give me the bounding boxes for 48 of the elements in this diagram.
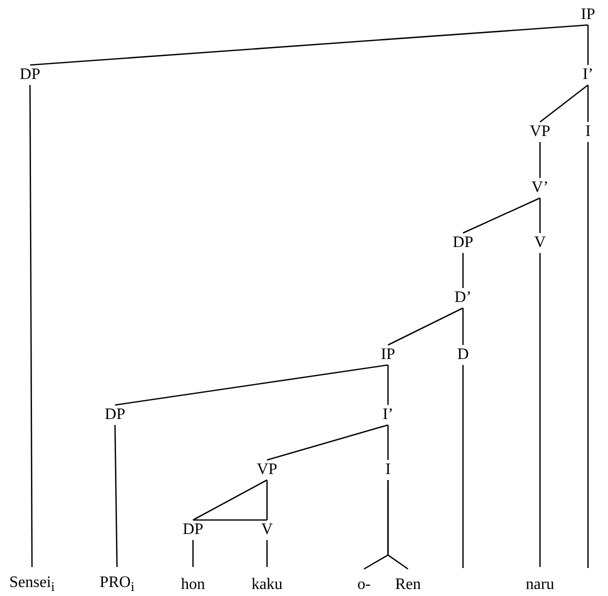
category-label: I’ — [582, 66, 594, 84]
category-label: I — [385, 461, 391, 479]
category-label: V — [261, 521, 273, 539]
tree-branch — [587, 142, 589, 568]
tree-branch — [192, 540, 194, 567]
tree-branch — [587, 85, 589, 122]
tree-branch — [266, 424, 388, 461]
tree-branch — [266, 540, 268, 567]
tree-branch — [387, 480, 408, 570]
tree-branch — [387, 425, 389, 460]
category-label: DP — [20, 66, 40, 84]
tree-branch — [462, 253, 464, 288]
word-label: kaku — [251, 576, 283, 594]
word-label: o- — [357, 576, 371, 594]
category-label: IP — [380, 346, 396, 364]
category-label: VP — [256, 461, 278, 479]
category-label: VP — [530, 123, 550, 141]
category-label: V’ — [532, 179, 548, 197]
category-label: I’ — [382, 406, 394, 424]
tree-branch — [539, 142, 541, 178]
category-label: IP — [580, 6, 596, 24]
tree-branch — [462, 365, 464, 568]
tree-branch — [387, 365, 389, 405]
tree-branch — [539, 253, 541, 567]
word-label: hon — [181, 576, 205, 594]
tree-branch — [266, 480, 268, 520]
tree-branch — [539, 198, 541, 233]
category-label: I — [585, 123, 591, 141]
tree-branch — [540, 84, 588, 123]
tree-branch — [30, 24, 588, 66]
tree-branch — [29, 85, 33, 567]
tree-branch — [462, 197, 540, 234]
word-label: Sensei$_{i}$ — [9, 574, 55, 596]
tree-branch — [587, 25, 589, 65]
word-label: Ren — [395, 576, 421, 594]
word-label: PRO$_{i}$ — [100, 574, 134, 596]
category-label: V — [534, 234, 546, 252]
category-label: DP — [104, 406, 126, 424]
category-label: DP — [452, 234, 474, 252]
tree-branch — [462, 308, 464, 345]
tree-branch — [388, 307, 464, 346]
tree-branch — [114, 425, 118, 567]
tree-branch — [114, 364, 388, 406]
category-label: D — [457, 346, 469, 364]
tree-branch — [192, 479, 268, 521]
word-label: naru — [526, 576, 554, 594]
category-label: D’ — [454, 289, 472, 307]
category-label: DP — [182, 521, 204, 539]
